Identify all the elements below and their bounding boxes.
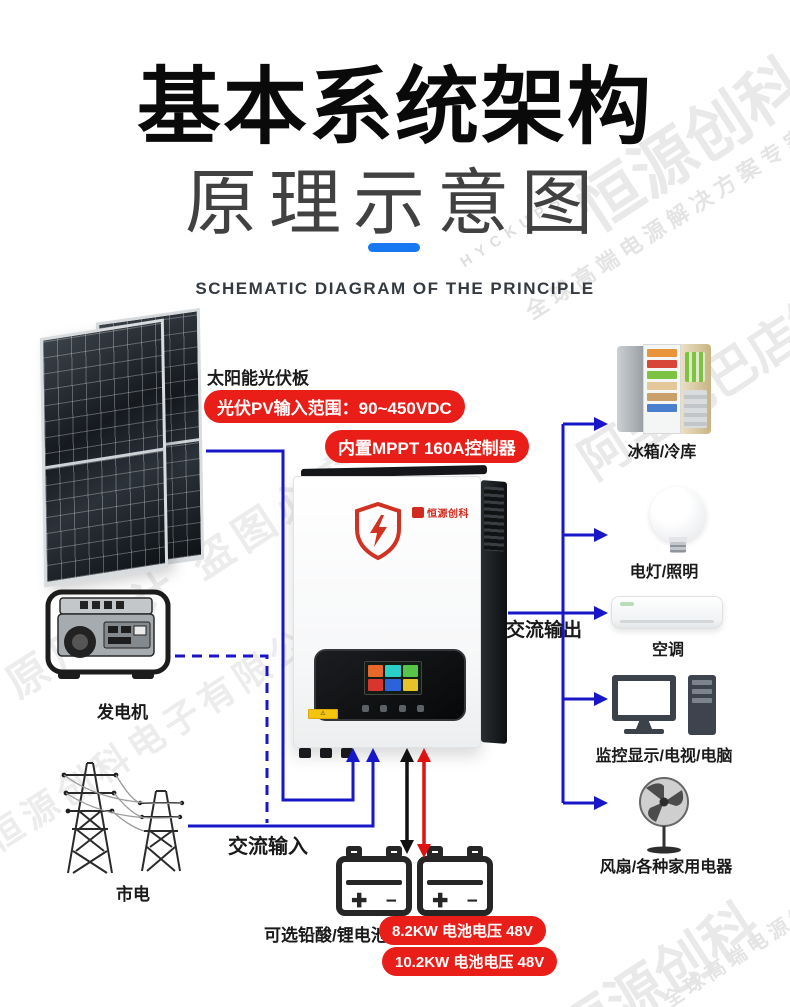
brand-mark-icon <box>412 507 424 518</box>
inverter-buttons <box>362 705 424 712</box>
inverter-brand-logo: 恒源创科 <box>412 505 469 520</box>
ac-output-label: 交流输出 <box>506 620 583 641</box>
utility-power-label: 市电 <box>116 885 150 904</box>
inverter-cable-glands <box>299 748 353 758</box>
computer-icon <box>612 675 720 739</box>
light-bulb-icon <box>650 487 708 553</box>
generator-label: 发电机 <box>97 703 148 722</box>
inverter-brand-text: 恒源创科 <box>427 509 469 520</box>
warning-sticker-icon: ⚠ <box>308 709 338 719</box>
battery-capacity-badge-10kw: 10.2KW 电池电压 48V <box>382 947 558 976</box>
inverter-body: 恒源创科 ⚠ <box>293 476 481 748</box>
fridge-icon <box>617 344 711 434</box>
lighting-label: 电灯/照明 <box>629 564 699 581</box>
power-towers-image <box>46 747 196 884</box>
battery-icon: ✚− <box>417 846 493 916</box>
pv-input-range-badge: 光伏PV输入范围：90~450VDC <box>204 390 465 423</box>
page-subtitle-en: SCHEMATIC DIAGRAM OF THE PRINCIPLE <box>195 279 595 298</box>
battery-capacity-badge-8kw: 8.2KW 电池电压 48V <box>379 916 546 945</box>
shield-lightning-icon <box>352 501 404 566</box>
battery-icon: ✚− <box>336 846 412 916</box>
subtitle-underline <box>368 243 420 252</box>
battery-option-label: 可选铅酸/锂电池 <box>264 926 388 945</box>
solar-panel-label: 太阳能光伏板 <box>207 369 309 388</box>
inverter-lcd-screen <box>364 661 422 695</box>
page-subtitle: 原理示意图 <box>184 164 605 244</box>
ac-input-label: 交流输入 <box>228 836 308 858</box>
fridge-label: 冰箱/冷库 <box>627 444 697 461</box>
fan-icon <box>628 776 700 861</box>
air-conditioner-icon <box>611 596 723 629</box>
monitor-tv-computer-label: 监控显示/电视/电脑 <box>595 748 733 765</box>
generator-image <box>40 584 180 691</box>
inverter-display-panel <box>314 649 466 721</box>
page-title: 基本系统架构 <box>136 60 653 154</box>
inverter-image: 恒源创科 ⚠ <box>291 465 507 758</box>
fan-appliances-label: 风扇/各种家用电器 <box>599 859 733 876</box>
air-conditioner-label: 空调 <box>651 642 684 659</box>
mppt-controller-badge: 内置MPPT 160A控制器 <box>325 430 529 463</box>
